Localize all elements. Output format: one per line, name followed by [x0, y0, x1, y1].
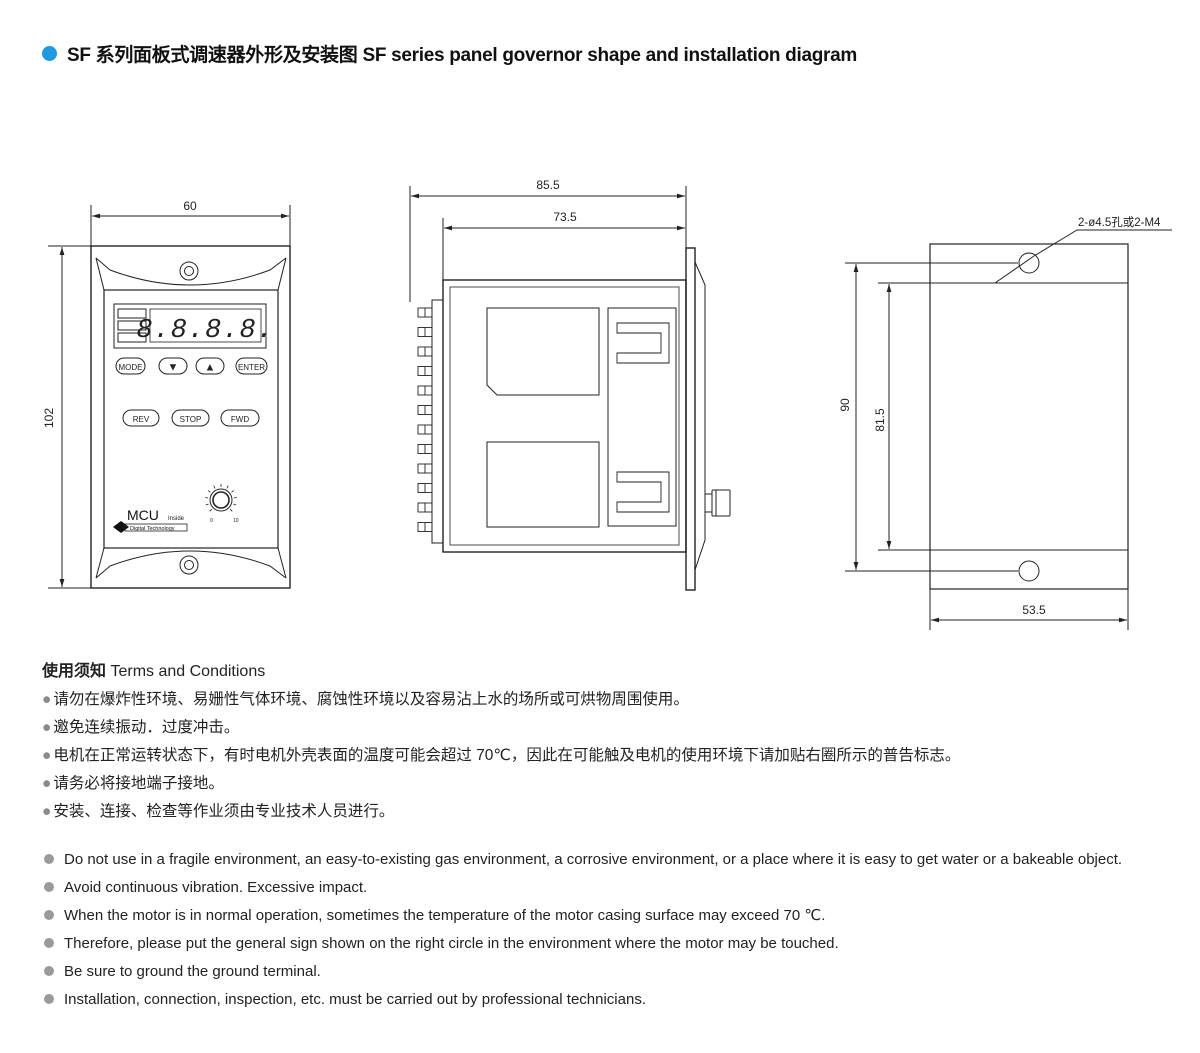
terms-zh-item: ●电机在正常运转状态下，有时电机外壳表面的温度可能会超过 70℃，因此在可能触及…	[42, 742, 1172, 770]
terms-zh-text: 邀免连续振动．过度冲击。	[53, 719, 240, 736]
knob-tick	[209, 508, 213, 512]
front-height-dim: 102	[42, 408, 56, 428]
seven-segment-display: 8.8.8.8.	[136, 316, 274, 346]
bullet-icon	[44, 910, 54, 920]
logo-main: MCU	[127, 507, 159, 523]
bullet-icon	[44, 966, 54, 976]
terms-zh-list: ●请勿在爆炸性环境、易姗性气体环境、腐蚀性环境以及容易沾上水的场所或可烘物周围使…	[42, 686, 1172, 826]
terms-en-item: Do not use in a fragile environment, an …	[42, 846, 1172, 874]
bullet-icon: ●	[42, 719, 52, 736]
bullet-dot-icon	[42, 45, 57, 61]
bullet-icon: ●	[42, 691, 52, 708]
hole-spec-note: 2-ø4.5孔或2-M4	[1078, 216, 1161, 229]
terms-en-text: Avoid continuous vibration. Excessive im…	[64, 879, 368, 896]
terms-en-text: When the motor is in normal operation, s…	[64, 907, 826, 924]
terms-en-text: Therefore, please put the general sign s…	[64, 935, 839, 952]
terms-heading-zh: 使用须知	[42, 663, 107, 680]
terms-zh-text: 安装、连接、检查等作业须由专业技术人员进行。	[53, 803, 395, 820]
mcu-logo: MCU Inside Digital Technology	[113, 507, 188, 533]
stop-button[interactable]: STOP	[180, 415, 202, 424]
terms-en-item: Be sure to ground the ground terminal.	[42, 958, 1172, 986]
terms-zh-text: 请勿在爆炸性环境、易姗性气体环境、腐蚀性环境以及容易沾上水的场所或可烘物周围使用…	[53, 691, 689, 708]
installation-drawing: 60 102 8.8.8.8. MODE ▼ ▲ ENTER REV STOP …	[42, 178, 1172, 630]
bullet-icon	[44, 994, 54, 1004]
terms-zh-item: ●邀免连续振动．过度冲击。	[42, 714, 1172, 742]
terms-en-item: Avoid continuous vibration. Excessive im…	[42, 874, 1172, 902]
knob-tick	[233, 503, 237, 506]
terms-section: 使用须知 Terms and Conditions ●请勿在爆炸性环境、易姗性气…	[42, 660, 1172, 1014]
mount-view	[845, 229, 1172, 630]
speed-knob[interactable]	[205, 484, 237, 512]
mount-pitch-dim: 81.5	[873, 408, 887, 432]
terms-en-item: Installation, connection, inspection, et…	[42, 986, 1172, 1014]
terms-zh-text: 电机在正常运转状态下，有时电机外壳表面的温度可能会超过 70℃，因此在可能触及电…	[53, 747, 961, 764]
title-en: SF series panel governor shape and insta…	[362, 44, 857, 66]
terms-zh-text: 请务必将接地端子接地。	[53, 775, 224, 792]
mount-width-dim: 53.5	[1022, 603, 1046, 617]
mode-button[interactable]: MODE	[119, 363, 143, 372]
side-body-dim: 73.5	[553, 210, 577, 224]
front-width-dim: 60	[183, 199, 197, 213]
logo-sub: Inside	[168, 516, 185, 522]
terms-en-text: Installation, connection, inspection, et…	[64, 991, 646, 1008]
side-view	[409, 186, 731, 591]
bullet-icon	[44, 882, 54, 892]
terms-zh-item: ●安装、连接、检查等作业须由专业技术人员进行。	[42, 798, 1172, 826]
side-total-dim: 85.5	[536, 178, 560, 192]
bullet-icon: ●	[42, 775, 52, 792]
terms-heading-en: Terms and Conditions	[110, 663, 266, 680]
terms-en-item: When the motor is in normal operation, s…	[42, 902, 1172, 930]
terms-zh-item: ●请勿在爆炸性环境、易姗性气体环境、腐蚀性环境以及容易沾上水的场所或可烘物周围使…	[42, 686, 1172, 714]
terms-en-list: Do not use in a fragile environment, an …	[42, 846, 1172, 1014]
logo-tag: Digital Technology	[130, 526, 175, 532]
enter-button[interactable]: ENTER	[238, 363, 265, 372]
knob-tick	[231, 490, 235, 493]
knob-tick	[226, 485, 229, 489]
knob-scale-min: 0	[210, 518, 213, 524]
fwd-button[interactable]: FWD	[231, 415, 249, 424]
bullet-icon	[44, 938, 54, 948]
terms-en-text: Be sure to ground the ground terminal.	[64, 963, 321, 980]
knob-tick	[213, 485, 216, 489]
bullet-icon	[44, 854, 54, 864]
terms-en-item: Therefore, please put the general sign s…	[42, 930, 1172, 958]
mount-outer-dim: 90	[838, 398, 852, 412]
knob-tick	[205, 503, 209, 506]
title-zh: SF 系列面板式调速器外形及安装图	[67, 44, 358, 66]
terms-en-text: Do not use in a fragile environment, an …	[64, 851, 1123, 868]
terms-zh-item: ●请务必将接地端子接地。	[42, 770, 1172, 798]
bullet-icon: ●	[42, 747, 52, 764]
terms-heading: 使用须知 Terms and Conditions	[42, 660, 1172, 684]
down-arrow-button[interactable]: ▼	[168, 362, 179, 374]
front-view	[48, 205, 291, 589]
knob-scale-max: 10	[233, 518, 239, 524]
up-arrow-button[interactable]: ▲	[205, 362, 216, 374]
knob-tick	[229, 508, 233, 512]
bullet-icon: ●	[42, 803, 52, 820]
page-title: SF 系列面板式调速器外形及安装图 SF series panel govern…	[42, 40, 857, 66]
knob-tick	[207, 490, 211, 493]
rev-button[interactable]: REV	[133, 415, 150, 424]
